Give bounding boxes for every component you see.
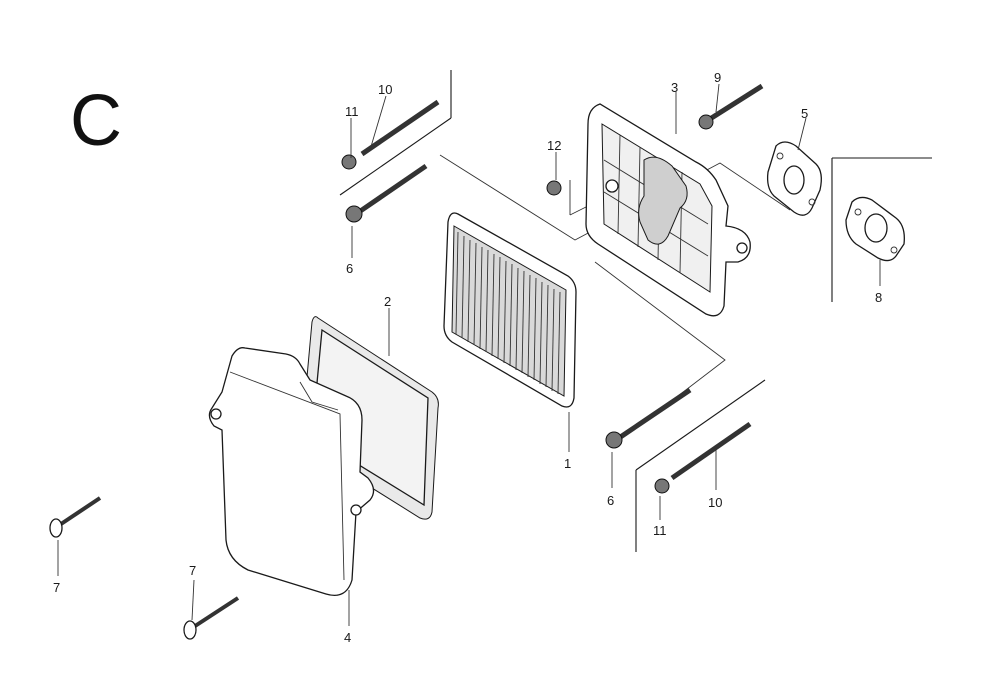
- callout-3: 3: [671, 80, 678, 95]
- callout-12: 12: [547, 138, 561, 153]
- callout-7-left: 7: [53, 580, 60, 595]
- air-cleaner-cover: [208, 347, 375, 597]
- bolt-10-top: [360, 99, 440, 157]
- callout-8: 8: [875, 290, 882, 305]
- nut-12: [546, 180, 562, 196]
- callout-2: 2: [384, 294, 391, 309]
- stud-bolt-9: [698, 83, 764, 130]
- callout-9: 9: [714, 70, 721, 85]
- bolt-6-bottom: [605, 387, 692, 449]
- bolt-10-bottom: [670, 421, 752, 481]
- nut-11-bottom: [654, 478, 670, 494]
- callout-4: 4: [344, 630, 351, 645]
- section-letter: C: [70, 81, 122, 161]
- callout-10-bottom: 10: [708, 495, 722, 510]
- screw-7-left: [49, 496, 102, 538]
- callout-11-bottom: 11: [653, 523, 667, 538]
- bolt-6-top: [345, 163, 428, 223]
- screw-7-bottom: [183, 596, 240, 640]
- nut-11-top: [341, 154, 357, 170]
- filter-pleats: [455, 231, 561, 395]
- gasket-8: [845, 196, 905, 262]
- callout-6-top: 6: [346, 261, 353, 276]
- leader-lines: [57, 83, 881, 626]
- divider-lines: [339, 70, 932, 552]
- callout-10-top: 10: [378, 82, 392, 97]
- callout-11-top: 11: [345, 104, 359, 119]
- callout-6-bottom: 6: [607, 493, 614, 508]
- callout-1: 1: [564, 456, 571, 471]
- gasket-5: [766, 141, 822, 216]
- callout-7-bottom: 7: [189, 563, 196, 578]
- filter-element: [443, 212, 577, 408]
- air-cleaner-case: [585, 103, 751, 317]
- callout-5: 5: [801, 106, 808, 121]
